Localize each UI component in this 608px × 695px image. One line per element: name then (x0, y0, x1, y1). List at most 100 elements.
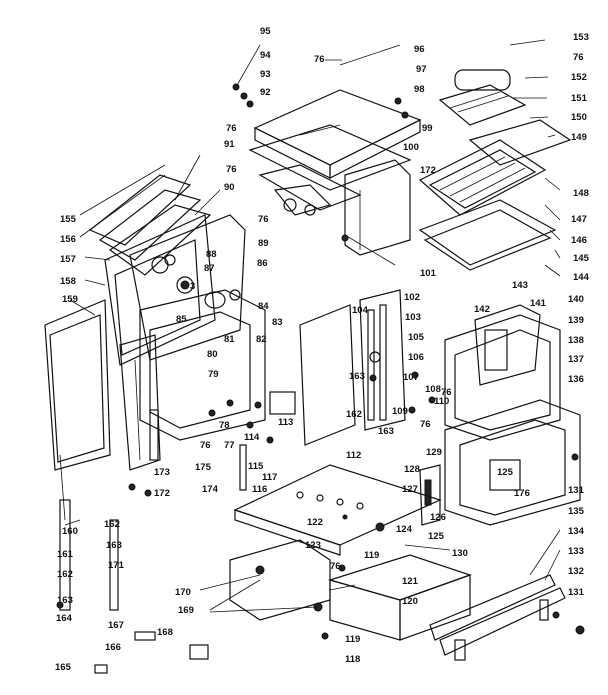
callout-label: 153 (573, 32, 589, 43)
callout-label: 142 (474, 304, 490, 315)
callout-label: 132 (568, 566, 584, 577)
callout-label: 115 (248, 461, 264, 472)
callout-label: 76 (226, 164, 237, 175)
callout-label: 87 (204, 263, 215, 274)
callout-label: 96 (414, 44, 425, 55)
callout-label: 126 (430, 512, 446, 523)
callout-label: 131 (568, 587, 585, 598)
callout-label: 158 (60, 276, 76, 287)
callout-label: 93 (260, 69, 271, 80)
callout-label: 163 (57, 595, 73, 606)
callout-label: 175 (195, 462, 212, 473)
callout-label: 105 (408, 332, 425, 343)
callout-label: 150 (571, 112, 587, 123)
callout-label: 117 (262, 472, 277, 483)
callout-label: 124 (396, 524, 413, 535)
callout-label: 163 (106, 540, 122, 551)
callout-label: 147 (571, 214, 587, 225)
callout-label: 97 (416, 64, 427, 75)
callout-label: 76 (420, 419, 431, 430)
callout-label: 3 (190, 281, 195, 292)
callout-label: 137 (568, 354, 584, 365)
callout-label: 162 (57, 569, 73, 580)
callout-label: 90 (224, 182, 235, 193)
callout-label: 114 (244, 432, 260, 443)
callout-label: 88 (206, 249, 217, 260)
callout-label: 127 (402, 484, 418, 495)
callout-label: 119 (364, 550, 379, 561)
callout-label: 143 (512, 280, 528, 291)
callout-label: 112 (346, 450, 361, 461)
callout-label: 176 (514, 488, 530, 499)
callout-label: 121 (402, 576, 419, 587)
callout-label: 162 (104, 519, 120, 530)
callout-label: 82 (256, 334, 267, 345)
callout-label: 77 (224, 440, 235, 451)
callout-label: 113 (278, 417, 293, 428)
callout-label: 106 (408, 352, 424, 363)
callout-label: 79 (208, 369, 219, 380)
callout-label: 76 (258, 214, 269, 225)
callout-label: 159 (62, 294, 78, 305)
callout-label: 155 (60, 214, 77, 225)
callout-label: 166 (105, 642, 121, 653)
callout-label: 148 (573, 188, 589, 199)
callout-label: 94 (260, 50, 271, 61)
callout-label: 171 (108, 560, 125, 571)
callout-label: 164 (56, 613, 73, 624)
callout-label: 125 (428, 531, 445, 542)
callout-label: 140 (568, 294, 584, 305)
callout-label: 145 (573, 253, 590, 264)
callout-label: 172 (154, 488, 170, 499)
callout-label: 101 (420, 268, 437, 279)
callout-label: 161 (57, 549, 74, 560)
callout-label: 157 (60, 254, 76, 265)
callout-label: 152 (571, 72, 587, 83)
callout-label: 163 (349, 371, 365, 382)
callout-label: 99 (422, 123, 433, 134)
callout-label: 76 (314, 54, 325, 65)
callout-label: 173 (154, 467, 170, 478)
callout-label: 84 (258, 301, 269, 312)
callout-label: 110 (434, 396, 449, 407)
callout-label: 129 (426, 447, 442, 458)
callout-label: 169 (178, 605, 194, 616)
callout-label: 116 (252, 484, 267, 495)
callout-label: 109 (392, 406, 408, 417)
callout-label: 141 (530, 298, 547, 309)
callout-label: 162 (346, 409, 362, 420)
callout-label: 118 (345, 654, 360, 665)
callout-label: 81 (224, 334, 235, 345)
callout-label: 170 (175, 587, 191, 598)
part-outlines (44, 39, 585, 674)
callout-numbers: 95 94 93 92 76 96 97 98 153 76 152 151 1… (55, 26, 590, 673)
callout-label: 123 (305, 540, 321, 551)
callout-label: 156 (60, 234, 76, 245)
callout-label: 86 (257, 258, 268, 269)
callout-label: 130 (452, 548, 468, 559)
callout-label: 134 (568, 526, 585, 537)
callout-label: 91 (224, 139, 235, 150)
callout-label: 78 (219, 420, 230, 431)
callout-label: 85 (176, 314, 187, 325)
callout-label: 120 (402, 596, 418, 607)
callout-label: 103 (405, 312, 421, 323)
callout-label: 131 (568, 485, 585, 496)
callout-label: 89 (258, 238, 269, 249)
callout-label: 133 (568, 546, 584, 557)
callout-label: 146 (571, 235, 587, 246)
callout-label: 76 (226, 123, 237, 134)
callout-label: 122 (307, 517, 323, 528)
callout-label: 160 (62, 526, 78, 537)
callout-label: 135 (568, 506, 585, 517)
callout-label: 107 (403, 372, 419, 383)
callout-label: 102 (404, 292, 420, 303)
callout-label: 98 (414, 84, 425, 95)
callout-label: 174 (202, 484, 219, 495)
callout-label: 76 (573, 52, 584, 63)
callout-label: 167 (108, 620, 124, 631)
callout-label: 168 (157, 627, 173, 638)
callout-label: 83 (272, 317, 283, 328)
